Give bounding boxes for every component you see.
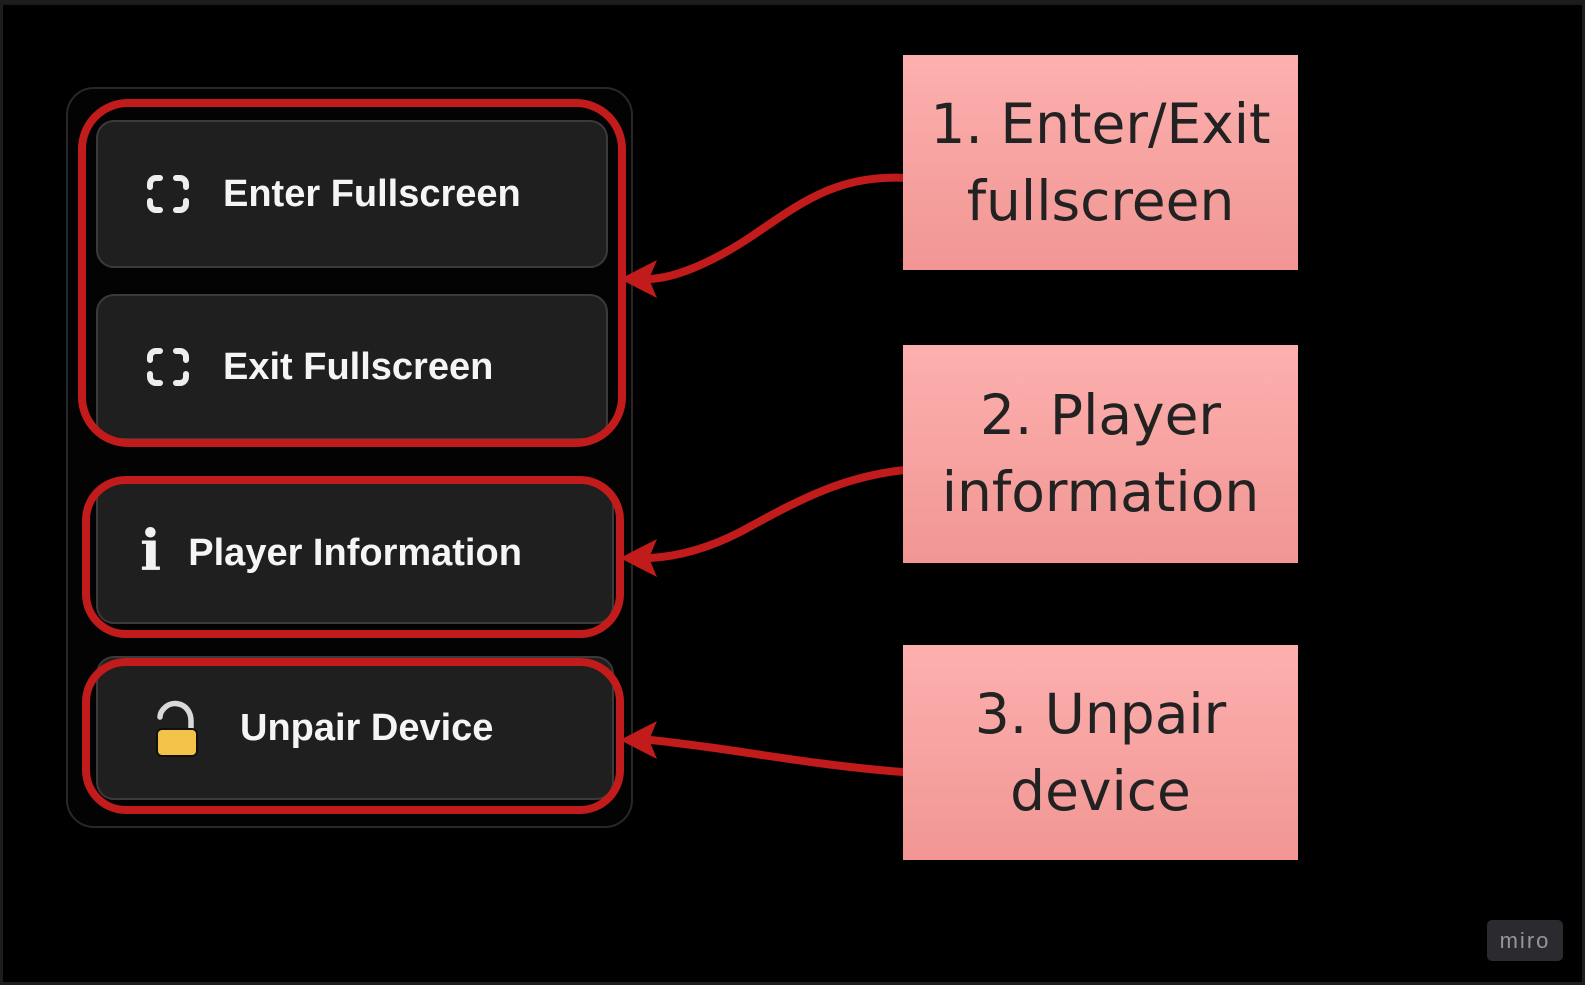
sticky-note-player-information[interactable]: 2. Player information <box>903 345 1298 563</box>
button-label: Exit Fullscreen <box>223 345 494 388</box>
sticky-note-line: 2. Player <box>979 383 1222 447</box>
sticky-note-line: information <box>941 460 1260 524</box>
unpair-device-button[interactable]: Unpair Device <box>96 656 614 800</box>
button-label: Unpair Device <box>240 706 494 749</box>
sticky-note-unpair-device[interactable]: 3. Unpair device <box>903 645 1298 860</box>
enter-fullscreen-button[interactable]: Enter Fullscreen <box>96 120 608 268</box>
screen-top-edge <box>0 0 1585 5</box>
annotation-arrow-2 <box>620 466 909 577</box>
fullscreen-icon <box>146 174 190 214</box>
annotation-ring-player-information <box>82 476 624 638</box>
annotation-ring-fullscreen <box>78 99 626 447</box>
fullscreen-icon <box>146 347 190 387</box>
annotation-ring-unpair-device <box>82 658 624 814</box>
button-label: Player Information <box>188 531 522 574</box>
sticky-note-line: fullscreen <box>966 168 1235 233</box>
sticky-note-line: 3. Unpair <box>974 681 1227 746</box>
miro-watermark-badge: miro <box>1487 920 1563 961</box>
annotation-arrow-3 <box>620 721 907 776</box>
exit-fullscreen-button[interactable]: Exit Fullscreen <box>96 294 608 440</box>
miro-watermark-label: miro <box>1499 927 1551 953</box>
sticky-note-line: 1. Enter/Exit <box>930 91 1271 156</box>
sticky-note-fullscreen[interactable]: 1. Enter/Exit fullscreen <box>903 55 1298 270</box>
lock-open-icon <box>150 697 202 759</box>
button-label: Enter Fullscreen <box>223 172 521 215</box>
annotation-arrow-1 <box>620 173 911 298</box>
sticky-note-line: device <box>1010 758 1191 823</box>
info-icon: i <box>140 518 162 584</box>
